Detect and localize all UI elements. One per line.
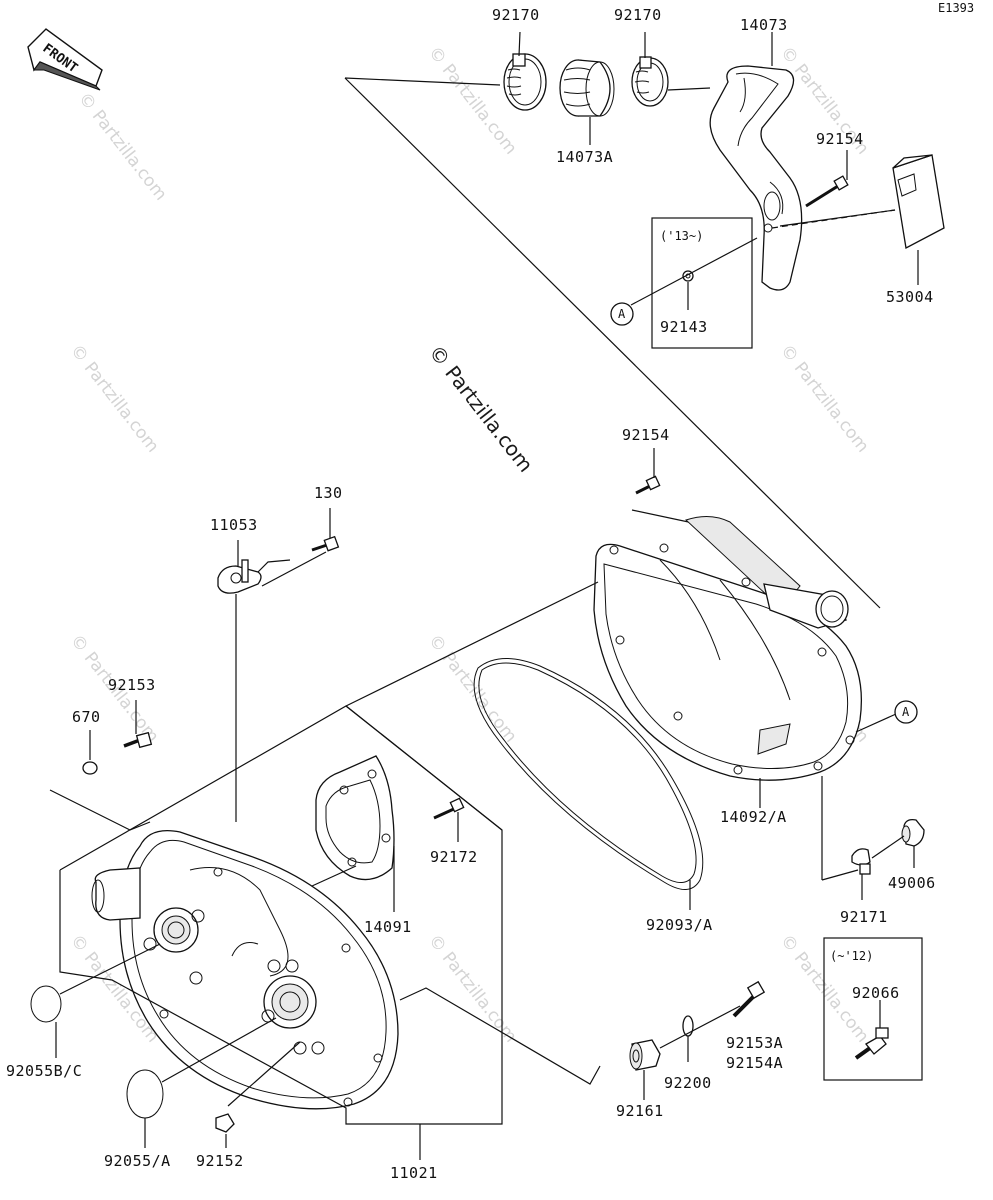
- screw-92154-mid: [635, 475, 661, 495]
- bracket-11053: [217, 559, 262, 594]
- pin-670: [82, 761, 98, 775]
- label-53004: 53004: [886, 288, 934, 306]
- diagram-code: E1393: [938, 1, 974, 15]
- label-92172: 92172: [430, 848, 478, 866]
- label-130: 130: [314, 484, 343, 502]
- callout-letter: A: [618, 307, 626, 321]
- label-14073: 14073: [740, 16, 788, 34]
- faint-watermark: © Partzilla.com: [66, 341, 163, 457]
- label-92152: 92152: [196, 1152, 244, 1170]
- clamp-92170-left: [503, 53, 547, 111]
- label-14091: 14091: [364, 918, 412, 936]
- label-92143: 92143: [660, 318, 708, 336]
- label-11053: 11053: [210, 516, 258, 534]
- group-box-13: ('13~): [651, 217, 753, 349]
- faint-watermark: © Partzilla.com: [424, 631, 521, 747]
- group-label-13: ('13~): [660, 229, 703, 243]
- coupler-14073A: [559, 59, 615, 117]
- bolt-92153A: [732, 980, 766, 1018]
- label-92171: 92171: [840, 908, 888, 926]
- label-92153A: 92153A: [726, 1034, 783, 1052]
- label-92154-mid: 92154: [622, 426, 670, 444]
- label-49006: 49006: [888, 874, 936, 892]
- label-14073A: 14073A: [556, 148, 613, 166]
- label-11021: 11021: [390, 1164, 438, 1182]
- label-92200: 92200: [664, 1074, 712, 1092]
- label-92154-top: 92154: [816, 130, 864, 148]
- oring-92055A: [126, 1069, 164, 1119]
- group-label-12: (~'12): [830, 949, 873, 963]
- cap-49006: [901, 818, 925, 847]
- callout-a-right: A: [894, 700, 918, 724]
- screw-92154-top: [805, 175, 849, 208]
- label-92093: 92093/A: [646, 916, 713, 934]
- oring-92055BC: [30, 985, 62, 1023]
- faint-watermark: © Partzilla.com: [424, 931, 521, 1047]
- label-92154A: 92154A: [726, 1054, 783, 1072]
- cover-14092: [593, 516, 863, 781]
- duct-14073: [709, 65, 803, 291]
- callout-a-top: A: [610, 302, 634, 326]
- cover-53004: [892, 154, 945, 249]
- fitting-92066: [854, 1027, 889, 1060]
- guard-14091: [315, 755, 395, 881]
- faint-watermark: © Partzilla.com: [74, 89, 171, 205]
- case-11021: [91, 829, 399, 1110]
- callout-letter: A: [902, 705, 910, 719]
- label-92055BC: 92055B/C: [6, 1062, 82, 1080]
- main-watermark: © Partzilla.com: [424, 340, 538, 476]
- plug-92152: [215, 1113, 235, 1133]
- faint-watermark: © Partzilla.com: [424, 43, 521, 159]
- clip-92171: [851, 848, 871, 875]
- label-92066: 92066: [852, 984, 900, 1002]
- label-92161: 92161: [616, 1102, 664, 1120]
- labels-layer: 92170 92170 14073 14073A 92154 53004 921…: [6, 6, 936, 1182]
- screw-92153: [123, 731, 153, 749]
- label-92055A: 92055/A: [104, 1152, 171, 1170]
- label-670: 670: [72, 708, 101, 726]
- front-arrow-icon: FRONT: [27, 28, 103, 91]
- label-92170-left: 92170: [492, 6, 540, 24]
- clamp-92170-right: [631, 56, 669, 107]
- label-92153: 92153: [108, 676, 156, 694]
- grommet-92161: [629, 1039, 661, 1071]
- label-14092: 14092/A: [720, 808, 787, 826]
- screw-130: [311, 535, 340, 552]
- gasket-92093: [473, 657, 704, 890]
- screw-92172: [433, 797, 465, 820]
- group-box-12: (~'12): [823, 937, 923, 1081]
- faint-watermark: © Partzilla.com: [776, 341, 873, 457]
- label-92170-right: 92170: [614, 6, 662, 24]
